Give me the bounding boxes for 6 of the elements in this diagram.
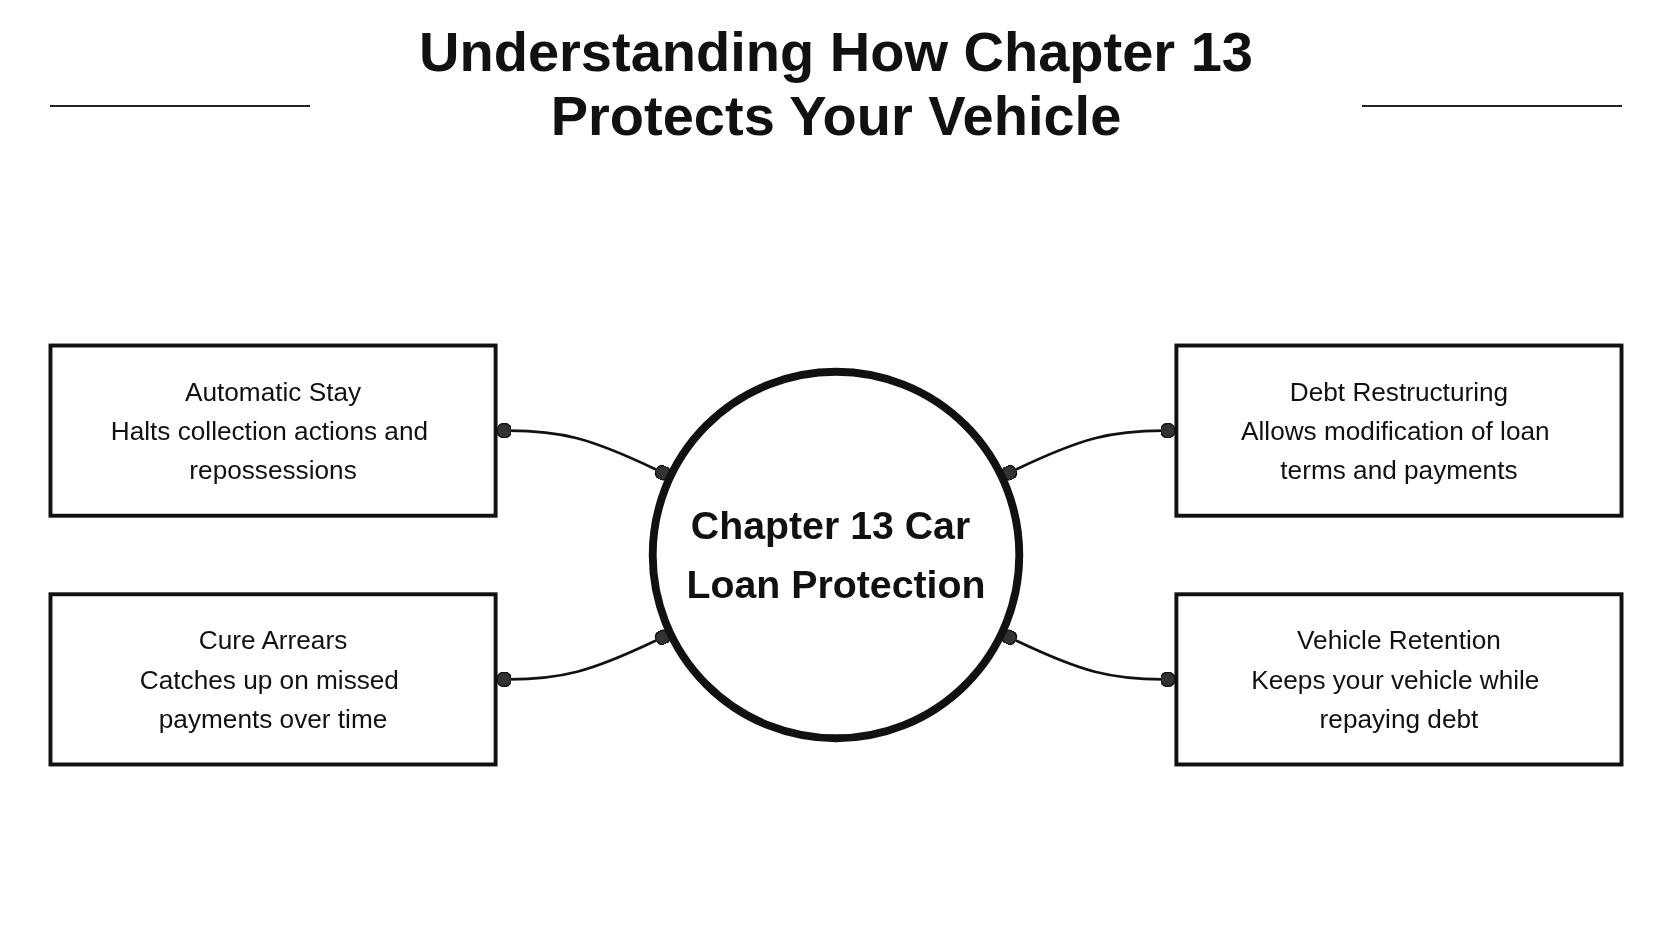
node-circle: Chapter 13 Car Loan Protection <box>648 367 1024 743</box>
node-box: Automatic Stay Halts collection actions and repossessions <box>48 343 498 518</box>
node-box: Debt Restructuring Allows modification of loan terms and payments <box>1174 343 1624 518</box>
node-box: Vehicle Retention Keeps your vehicle while repaying debt <box>1174 592 1624 767</box>
node-box: Cure Arrears Catches up on missed payments over time <box>48 592 498 767</box>
title: Understanding How Chapter 13 Protects Your Vehicle <box>418 20 1254 149</box>
